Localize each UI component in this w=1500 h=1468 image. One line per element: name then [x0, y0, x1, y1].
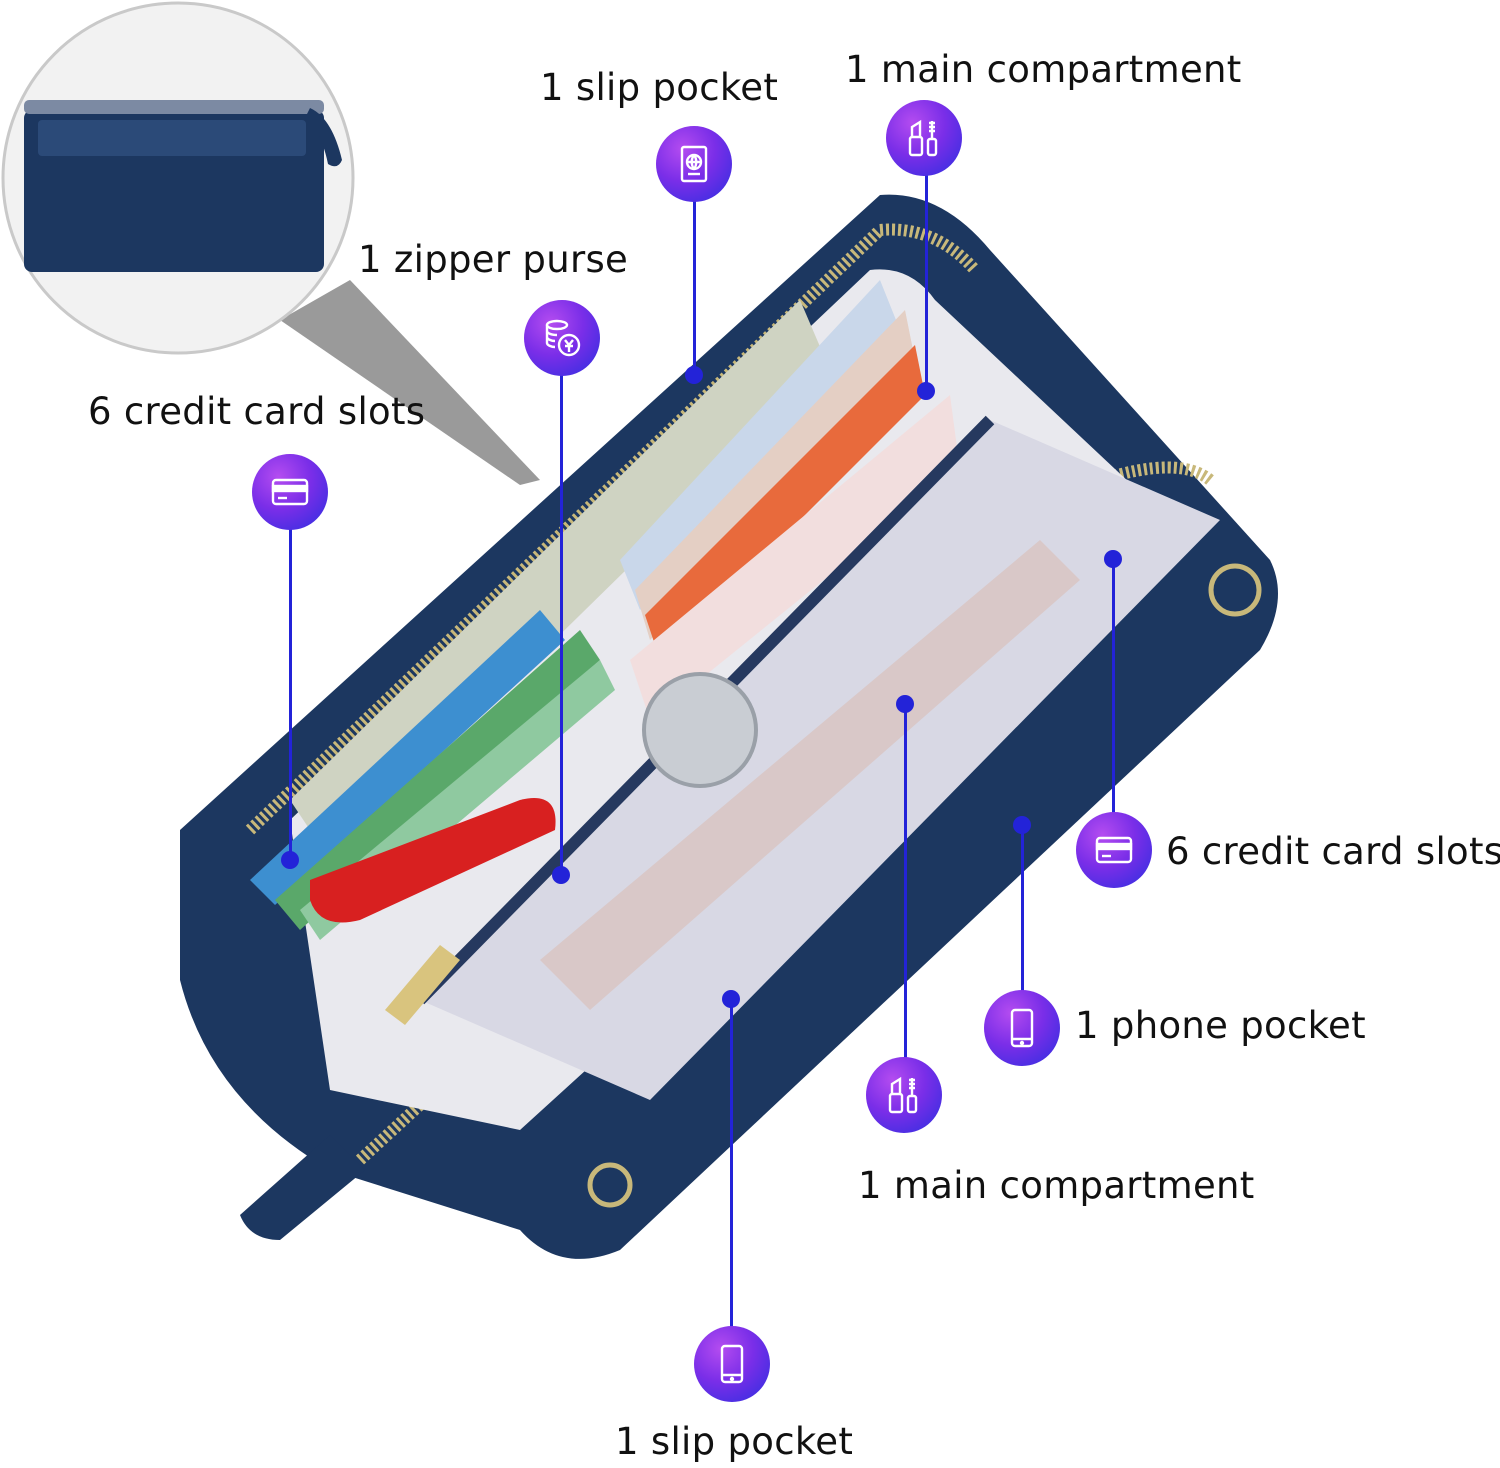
dot-slip-pocket-bottom [722, 990, 740, 1008]
leader-zipper-purse [560, 365, 563, 875]
lipstick-mascara-icon [866, 1057, 942, 1133]
inset-back-view [1, 1, 540, 485]
credit-card-icon [252, 454, 328, 530]
strap-ring-bottom [587, 1162, 633, 1208]
strap-ring-right [1208, 563, 1262, 617]
label-phone-pocket: 1 phone pocket [1075, 1004, 1366, 1047]
phone [540, 540, 1080, 1010]
leader-slip-pocket-bottom [730, 1000, 733, 1330]
inset-back-pocket [38, 120, 306, 156]
phone-icon [984, 990, 1060, 1066]
label-main-compartment-bottom: 1 main compartment [858, 1164, 1255, 1207]
dot-slip-pocket-top [685, 366, 703, 384]
coin [642, 672, 758, 788]
leader-credit-card-slots-left [289, 525, 292, 860]
lipstick [310, 798, 556, 923]
wristlet-tab [240, 1135, 365, 1240]
label-credit-card-slots-left: 6 credit card slots [88, 390, 426, 433]
dot-zipper-purse [552, 866, 570, 884]
leader-main-compartment-bottom [904, 705, 907, 1060]
dot-main-compartment-bottom [896, 695, 914, 713]
coins-icon [524, 300, 600, 376]
leader-main-compartment-top [925, 165, 928, 390]
leader-slip-pocket-top [693, 190, 696, 375]
dot-credit-card-slots-right [1104, 550, 1122, 568]
credit-card-icon [1076, 812, 1152, 888]
dot-credit-card-slots-left [281, 851, 299, 869]
lipstick-mascara-icon [886, 100, 962, 176]
top-card-slots [620, 280, 960, 720]
inset-pointer [280, 280, 540, 485]
dot-phone-pocket [1013, 816, 1031, 834]
dot-main-compartment-top [917, 382, 935, 400]
phone-icon [694, 1326, 770, 1402]
label-credit-card-slots-right: 6 credit card slots [1166, 830, 1500, 873]
inset-zipper [24, 100, 324, 114]
inset-wrist-strap [306, 108, 342, 167]
leader-credit-card-slots-right [1112, 560, 1115, 815]
leader-phone-pocket [1021, 825, 1024, 995]
label-slip-pocket-top: 1 slip pocket [540, 66, 779, 109]
label-slip-pocket-bottom: 1 slip pocket [615, 1420, 854, 1463]
zipper-pull [385, 945, 460, 1025]
passport-icon [656, 126, 732, 202]
label-zipper-purse: 1 zipper purse [358, 238, 629, 281]
label-main-compartment-top: 1 main compartment [845, 48, 1242, 91]
